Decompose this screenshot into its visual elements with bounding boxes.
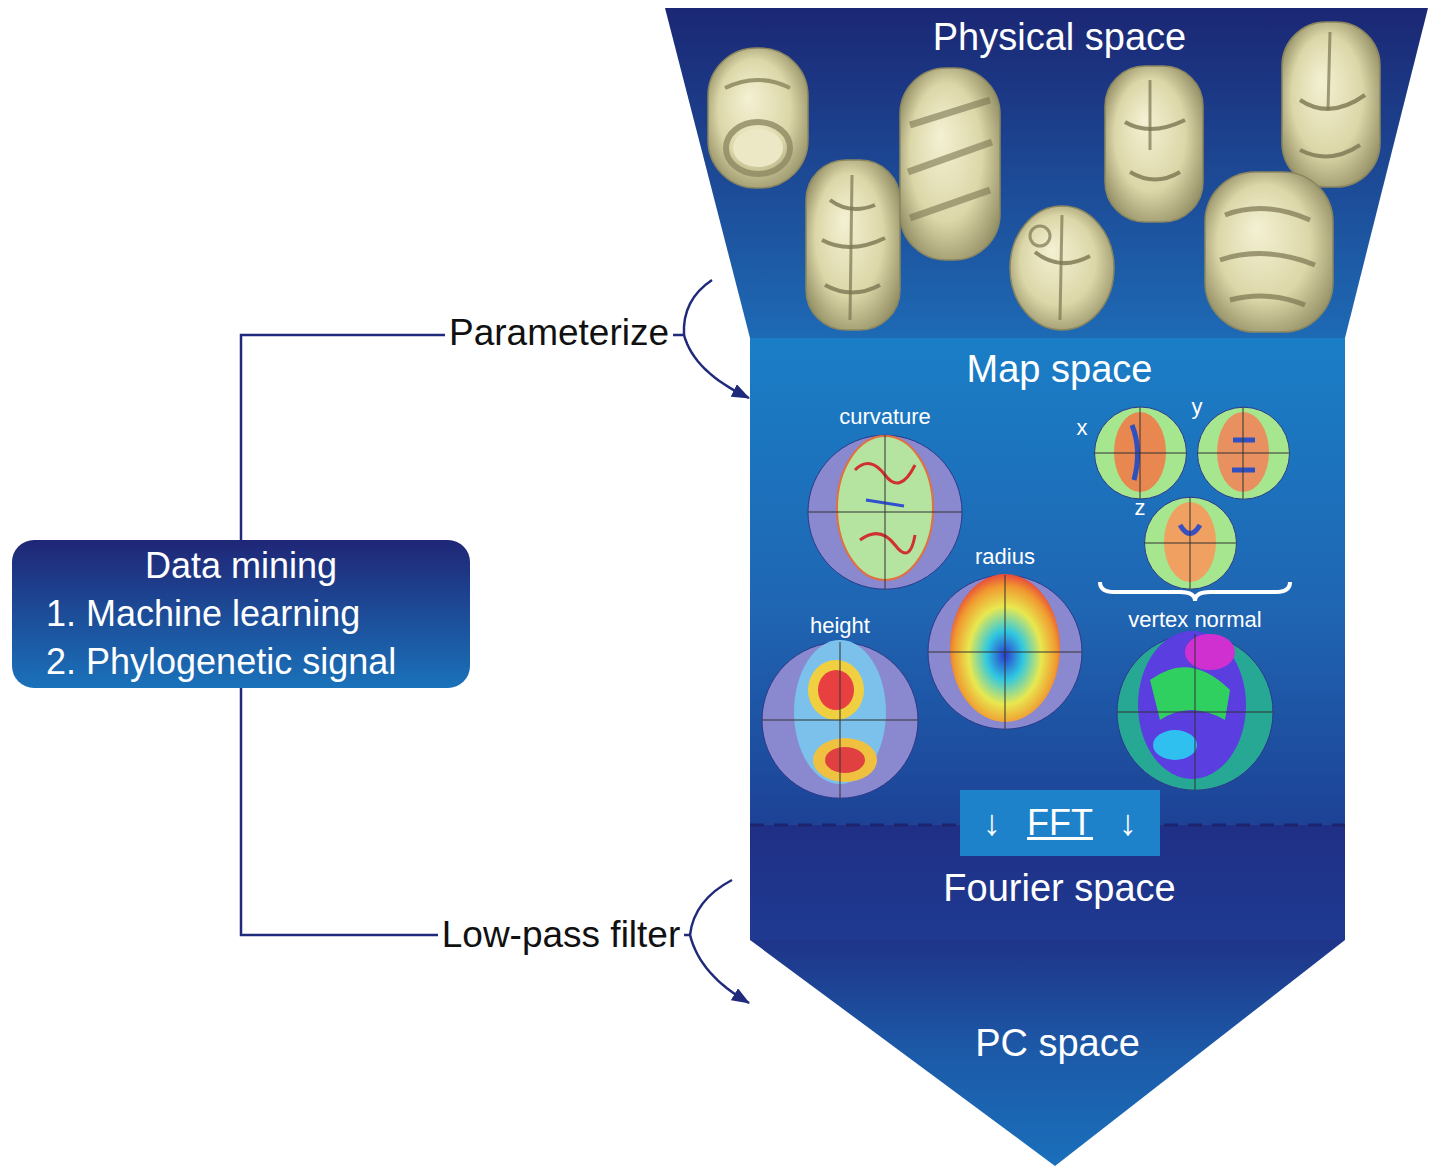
curved-arrow-tail: [684, 280, 712, 335]
stage-band: Physical space: [665, 8, 1428, 338]
map-label: x: [1077, 415, 1088, 441]
map-label: z: [1135, 495, 1146, 521]
map-disc: [1117, 634, 1273, 790]
map-label: vertex normal: [1128, 607, 1261, 633]
heatmap-height: [762, 640, 918, 798]
band-title: Map space: [762, 347, 1357, 393]
box-text: Data mining: [145, 542, 337, 590]
node-shape: [1133, 493, 1239, 591]
heatmap-radius: [928, 575, 1082, 729]
map-label: y: [1192, 394, 1203, 420]
map-label: height: [810, 613, 870, 639]
edge-label: Parameterize: [445, 311, 673, 355]
map-label: curvature: [839, 404, 931, 430]
band-shape: [750, 338, 1345, 825]
heatmap-x: [1094, 407, 1186, 499]
heatmap-y: [1197, 407, 1289, 499]
map-label: radius: [975, 544, 1035, 570]
curved-arrow-tail: [690, 880, 732, 935]
transform-box: ↓ FFT ↓: [960, 790, 1160, 856]
connector-arrow: [241, 335, 749, 540]
node-shape: [1190, 392, 1292, 501]
map-disc: [928, 575, 1082, 729]
heatmap-x: [1094, 407, 1186, 499]
node-shape: [760, 611, 920, 800]
heatmap-y: [1197, 407, 1289, 499]
map-circle: z: [1133, 493, 1239, 591]
map-disc: [762, 642, 918, 798]
edge-label-holder: Low-pass filter: [0, 0, 247, 44]
heatmap-curvature: [808, 435, 962, 589]
transform-label: ↓: [983, 801, 1001, 844]
map-circle: height: [760, 611, 920, 800]
heatmap-radius: [928, 574, 1082, 729]
edge-label-holder: Parameterize: [0, 0, 228, 44]
map-disc: [1197, 407, 1289, 499]
map-circle: vertex normal: [1115, 605, 1275, 792]
box-text: 1. Machine learning: [46, 590, 360, 638]
map-disc: [808, 435, 962, 589]
box-text: 2. Phylogenetic signal: [46, 638, 396, 686]
heatmap-z: [1144, 497, 1236, 589]
heatmap-vertex-normal: [1117, 634, 1273, 790]
node-shape: [1075, 405, 1189, 501]
heatmap-curvature: [808, 435, 962, 589]
stage-band: PC space: [750, 940, 1345, 1166]
map-circle: radius: [926, 542, 1084, 731]
node-shape: [926, 542, 1084, 731]
connector-arrow: [241, 688, 749, 1003]
map-circle: x: [1075, 405, 1189, 501]
band-title: PC space: [760, 1021, 1355, 1067]
map-disc: [1094, 407, 1186, 499]
band-title: Physical space: [678, 15, 1432, 61]
transform-label: FFT: [1027, 801, 1093, 844]
transform-box-fill: [960, 790, 1160, 856]
heatmap-z: [1144, 497, 1236, 589]
map-disc: [1144, 497, 1236, 589]
edge-label: Low-pass filter: [438, 913, 685, 957]
rounded-box: [12, 540, 470, 688]
transform-label: ↓: [1119, 801, 1137, 844]
node-shape: [806, 402, 964, 591]
process-box: Data mining1. Machine learning2. Phyloge…: [12, 540, 470, 688]
band-title: Fourier space: [762, 866, 1357, 912]
heatmap-height: [762, 642, 918, 798]
node-shape: [1115, 605, 1275, 792]
map-circle: curvature: [806, 402, 964, 591]
stage-band: Map spacecurvaturexyzradiusheightvertex …: [750, 338, 1345, 825]
map-circle: y: [1190, 392, 1292, 501]
